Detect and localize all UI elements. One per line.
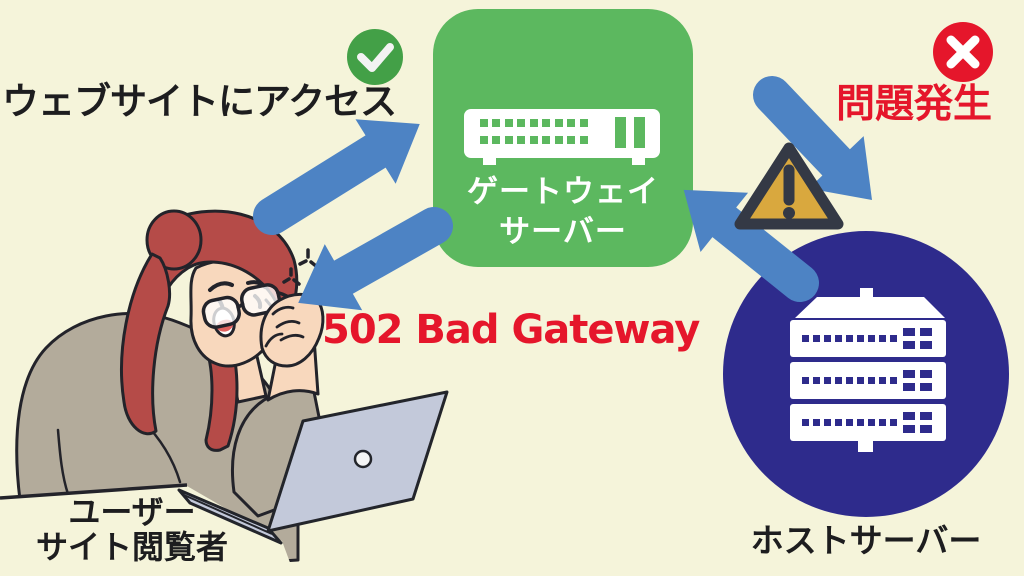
gateway-server-label: ゲートウェイ サーバー — [433, 173, 693, 252]
error-cross-icon — [933, 22, 993, 82]
arrow-host-to-gateway — [683, 189, 819, 302]
gateway-server-label-line1: ゲートウェイ — [467, 174, 659, 210]
host-server-label: ホストサーバー — [750, 521, 982, 560]
success-check-icon — [347, 29, 403, 85]
user-label-line2: サイト閲覧者 — [35, 527, 228, 566]
problem-occurred-label: 問題発生 — [836, 82, 993, 127]
network-switch-icon — [464, 109, 660, 165]
warning-triangle-icon — [734, 142, 844, 230]
user-label-line1: ユーザー — [68, 493, 196, 531]
user-label: ユーザー サイト閲覧者 — [0, 495, 264, 564]
error-message-label: 502 Bad Gateway — [322, 307, 700, 353]
gateway-server-box — [433, 9, 693, 267]
annoyance-sparks-icon — [282, 248, 318, 286]
website-access-label: ウェブサイトにアクセス — [2, 80, 397, 123]
arrow-gateway-to-host — [753, 76, 872, 201]
arrow-gateway-to-user — [298, 207, 453, 311]
laptop-logo-icon — [353, 449, 373, 469]
gateway-server-label-line2: サーバー — [499, 213, 627, 250]
server-stack-icon — [790, 288, 946, 452]
host-server-circle — [723, 231, 1009, 517]
arrow-user-to-gateway — [253, 119, 420, 235]
laptop-illustration — [177, 390, 449, 545]
